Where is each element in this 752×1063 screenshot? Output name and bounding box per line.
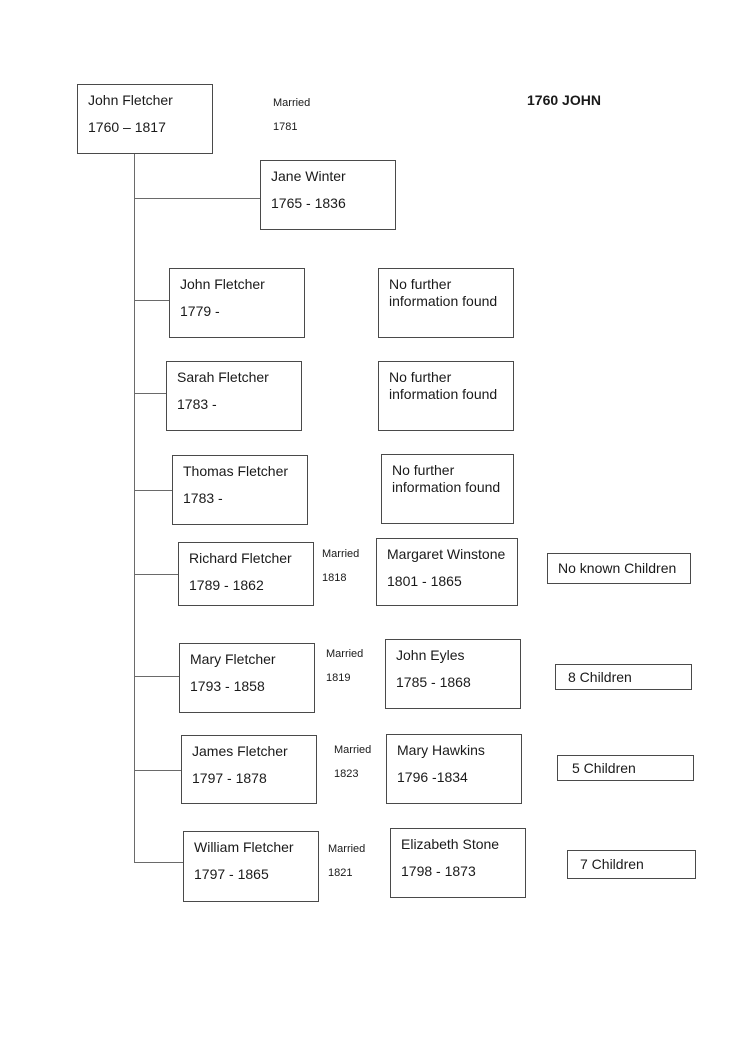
spouse-box: John Eyles 1785 - 1868 [385, 639, 521, 709]
child-box: William Fletcher 1797 - 1865 [183, 831, 319, 902]
note-text: No further information found [389, 369, 498, 402]
marriage-label: Married 1821 [328, 843, 365, 879]
married-year: 1823 [334, 768, 359, 780]
person-dates: 1785 - 1868 [396, 674, 471, 690]
child-box: Thomas Fletcher 1783 - [172, 455, 308, 525]
root-person-box: John Fletcher 1760 – 1817 [77, 84, 213, 154]
children-count-box: 8 Children [555, 664, 692, 690]
person-name: Thomas Fletcher [183, 463, 289, 479]
child-connector [134, 490, 172, 491]
marriage-label: Married 1823 [334, 744, 371, 780]
spouse-box: Elizabeth Stone 1798 - 1873 [390, 828, 526, 898]
child-box: Mary Fletcher 1793 - 1858 [179, 643, 315, 713]
person-dates: 1796 -1834 [397, 769, 468, 785]
child-connector [134, 676, 179, 677]
children-count: No known Children [558, 560, 677, 576]
children-count-box: No known Children [547, 553, 691, 584]
child-box: James Fletcher 1797 - 1878 [181, 735, 317, 804]
child-box: Richard Fletcher 1789 - 1862 [178, 542, 314, 606]
person-dates: 1797 - 1878 [192, 770, 267, 786]
married-text: Married [273, 97, 311, 109]
person-name: Jane Winter [271, 168, 346, 184]
children-count: 8 Children [568, 669, 632, 685]
person-dates: 1765 - 1836 [271, 195, 346, 211]
person-name: James Fletcher [192, 743, 288, 759]
person-name: Margaret Winstone [387, 546, 506, 562]
person-dates: 1789 - 1862 [189, 577, 264, 593]
married-year: 1821 [328, 867, 353, 879]
person-name: Sarah Fletcher [177, 369, 269, 385]
note-box: No further information found [378, 361, 514, 431]
person-name: Elizabeth Stone [401, 836, 500, 852]
spouse-box: Mary Hawkins 1796 -1834 [386, 734, 522, 804]
marriage-label: Married 1818 [322, 548, 359, 584]
person-name: John Fletcher [88, 92, 173, 108]
child-connector [134, 574, 178, 575]
person-dates: 1798 - 1873 [401, 863, 476, 879]
person-name: John Fletcher [180, 276, 265, 292]
spouse-box: Margaret Winstone 1801 - 1865 [376, 538, 518, 606]
person-name: Richard Fletcher [189, 550, 292, 566]
child-connector [134, 393, 167, 394]
child-connector [134, 862, 183, 863]
person-dates: 1783 - [183, 490, 223, 506]
child-box: Sarah Fletcher 1783 - [166, 361, 302, 431]
child-box: John Fletcher 1779 - [169, 268, 305, 338]
person-dates: 1779 - [180, 303, 220, 319]
note-box: No further information found [381, 454, 514, 524]
marriage-label: Married 1781 [273, 97, 310, 133]
married-text: Married [326, 648, 364, 660]
married-year: 1819 [326, 672, 351, 684]
married-text: Married [334, 744, 372, 756]
married-text: Married [322, 548, 360, 560]
person-dates: 1783 - [177, 396, 217, 412]
person-dates: 1801 - 1865 [387, 573, 462, 589]
note-text: No further information found [392, 462, 501, 495]
page-title: 1760 JOHN [527, 92, 601, 108]
children-count: 7 Children [580, 856, 644, 872]
spouse-connector [134, 198, 261, 199]
married-text: Married [328, 843, 366, 855]
person-name: John Eyles [396, 647, 465, 663]
note-box: No further information found [378, 268, 514, 338]
children-count-box: 7 Children [567, 850, 696, 879]
married-year: 1818 [322, 572, 347, 584]
person-dates: 1760 – 1817 [88, 119, 166, 135]
children-count: 5 Children [572, 760, 636, 776]
note-text: No further information found [389, 276, 498, 309]
trunk-line [134, 154, 135, 862]
person-dates: 1793 - 1858 [190, 678, 265, 694]
person-name: William Fletcher [194, 839, 294, 855]
children-count-box: 5 Children [557, 755, 694, 781]
child-connector [134, 300, 169, 301]
person-dates: 1797 - 1865 [194, 866, 269, 882]
person-name: Mary Fletcher [190, 651, 276, 667]
married-year: 1781 [273, 121, 298, 133]
child-connector [134, 770, 181, 771]
person-name: Mary Hawkins [397, 742, 485, 758]
spouse-box: Jane Winter 1765 - 1836 [260, 160, 396, 230]
marriage-label: Married 1819 [326, 648, 363, 684]
